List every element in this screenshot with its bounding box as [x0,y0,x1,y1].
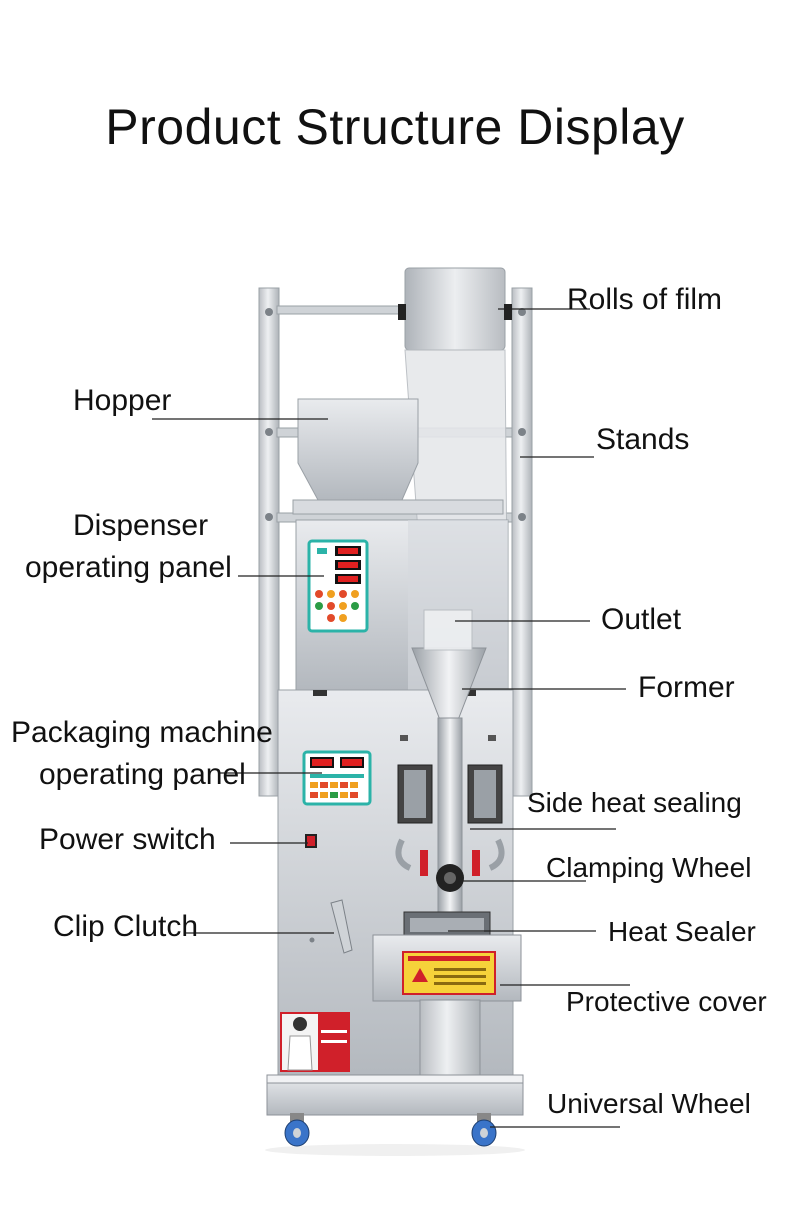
film-roll [404,267,506,351]
right-stand [511,287,533,797]
label-packaging-line2: operating panel [39,758,246,791]
label-side-heat-sealing: Side heat sealing [527,787,742,818]
label-former: Former [638,671,735,704]
label-rolls-of-film: Rolls of film [567,283,723,316]
label-universal-wheel: Universal Wheel [547,1088,751,1119]
label-clip-clutch: Clip Clutch [53,910,199,943]
label-dispenser-line2: operating panel [25,551,232,584]
clip-clutch [330,899,353,954]
label-hopper: Hopper [73,384,172,417]
hopper-body [297,398,419,501]
label-protective-cover: Protective cover [566,986,767,1017]
label-heat-sealer: Heat Sealer [608,916,756,947]
discharge-chute [419,999,481,1076]
label-power-switch: Power switch [39,823,216,856]
label-clamping-wheel: Clamping Wheel [546,852,752,883]
label-outlet: Outlet [601,603,682,636]
label-stands: Stands [596,423,690,456]
page-title: Product Structure Display [105,99,685,155]
label-packaging-line1: Packaging machine [11,716,273,749]
label-dispenser-line1: Dispenser [73,509,209,542]
left-stand [258,287,280,797]
